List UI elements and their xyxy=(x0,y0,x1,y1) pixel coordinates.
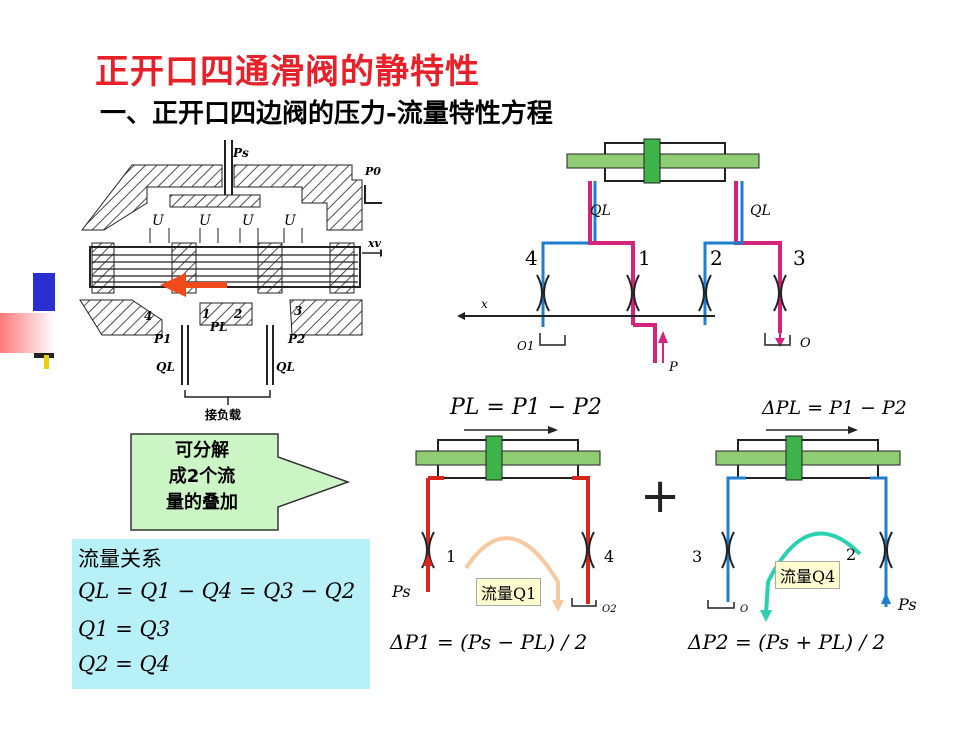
u-label-2: U xyxy=(199,213,212,229)
sub2-pressure-drop-equation: ΔP2 = (Ps + PL) / 2 xyxy=(688,630,886,654)
sub2-top-equation: ΔPL = P1 − P2 xyxy=(762,397,907,419)
bridge-ql-left: QL xyxy=(590,203,611,219)
sub-circuit-1-diagram: 1 4 Ps O2 xyxy=(391,426,617,615)
sub1-flow-label: 流量Q1 xyxy=(476,578,542,606)
bridge-p: P xyxy=(668,360,678,375)
flow-relations-box: 流量关系 QL = Q1 − Q4 = Q3 − Q2 Q1 = Q3 Q2 =… xyxy=(72,539,370,689)
valve-section-diagram: Ps P0 xv U U U U 4 1 2 3 PL P1 P2 QL QL … xyxy=(79,140,382,422)
sub1-ps: Ps xyxy=(391,582,411,601)
plus-sign: + xyxy=(640,468,681,524)
num-3-label: 3 xyxy=(294,304,302,318)
slide-accent xyxy=(0,273,55,369)
sub2-n2: 2 xyxy=(846,545,856,564)
u-label-3: U xyxy=(242,213,255,229)
flow-equation-1: QL = Q1 − Q4 = Q3 − Q2 xyxy=(78,579,356,603)
ql-left-label: QL xyxy=(156,360,175,374)
decomposition-callout-arrow xyxy=(130,433,351,531)
p0-label: P0 xyxy=(364,165,381,178)
callout-line-1: 可分解 xyxy=(175,440,229,461)
bridge-ql-right: QL xyxy=(750,203,771,219)
u-label-4: U xyxy=(284,213,297,229)
sub1-pressure-drop-equation: ΔP1 = (Ps − PL) / 2 xyxy=(390,630,588,654)
sub-circuit-2-diagram: 3 2 Ps O xyxy=(692,426,917,622)
ps-label: Ps xyxy=(232,146,249,160)
load-label: 接负载 xyxy=(205,407,241,422)
num-4-label: 4 xyxy=(144,309,152,323)
sub2-ps: Ps xyxy=(897,595,917,614)
bridge-n1: 1 xyxy=(638,246,651,270)
flow-equation-2: Q1 = Q3 xyxy=(78,617,171,641)
num-1-label: 1 xyxy=(202,307,210,321)
bridge-n4: 4 xyxy=(525,246,538,270)
decomposition-callout-text: 可分解 成2个流 量的叠加 xyxy=(140,438,264,516)
sub1-n1: 1 xyxy=(446,547,456,566)
page-subtitle: 一、正开口四边阀的压力-流量特性方程 xyxy=(100,99,553,129)
bridge-o1: O1 xyxy=(517,339,534,353)
flow-relations-heading: 流量关系 xyxy=(78,547,162,571)
sub1-n4: 4 xyxy=(604,547,614,566)
page-title: 正开口四通滑阀的静特性 xyxy=(95,52,480,92)
pl-label: PL xyxy=(209,320,227,334)
ql-right-label: QL xyxy=(276,360,295,374)
bridge-n3: 3 xyxy=(793,246,806,270)
sub1-top-equation: PL = P1 − P2 xyxy=(450,395,602,420)
bridge-circuit-diagram: QL QL 4 1 2 3 x O1 O P xyxy=(457,138,811,375)
flow-equation-3: Q2 = Q4 xyxy=(78,652,171,676)
sub2-flow-label: 流量Q4 xyxy=(775,561,841,589)
num-2-label: 2 xyxy=(233,307,242,321)
xv-label: xv xyxy=(367,237,382,250)
p2-label: P2 xyxy=(287,332,305,346)
bridge-n2: 2 xyxy=(710,246,723,270)
sub2-n3: 3 xyxy=(692,547,702,566)
callout-line-2: 成2个流 xyxy=(168,466,236,487)
callout-line-3: 量的叠加 xyxy=(166,492,238,513)
bridge-x: x xyxy=(481,297,488,311)
sub2-o: O xyxy=(740,604,748,615)
u-label-1: U xyxy=(152,213,165,229)
p1-label: P1 xyxy=(153,332,171,346)
sub1-o2: O2 xyxy=(602,604,617,615)
bridge-o: O xyxy=(800,336,811,351)
